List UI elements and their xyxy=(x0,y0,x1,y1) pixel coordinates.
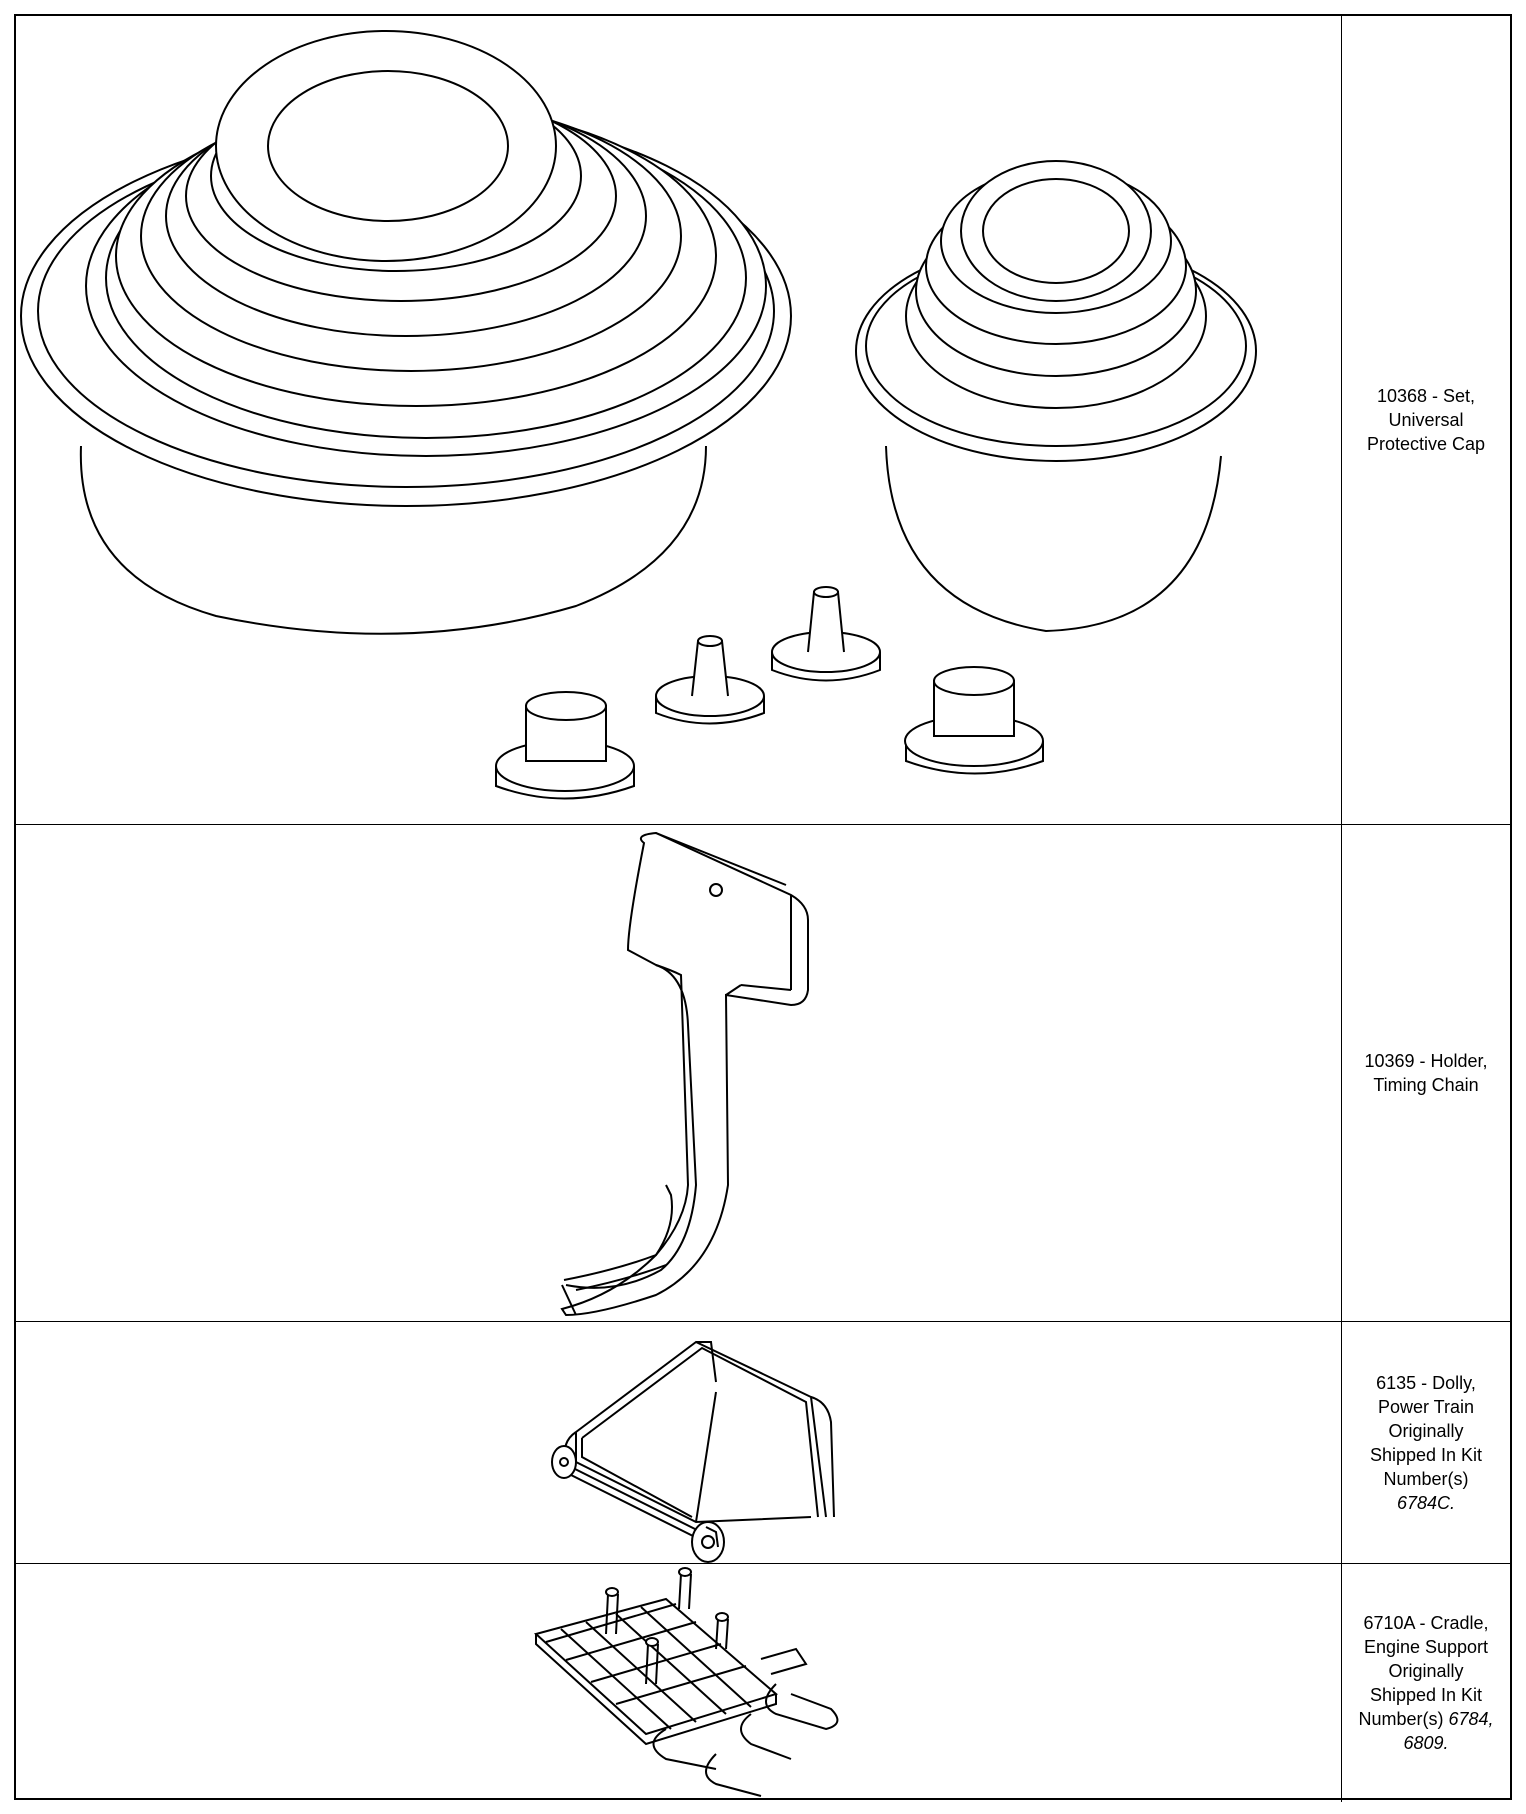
description-line: 10368 - Set, xyxy=(1376,386,1476,406)
tool-description: 6710A - Cradle, Engine Support Originall… xyxy=(1358,1611,1493,1755)
plug-3 xyxy=(772,587,880,681)
description-line: Originally xyxy=(1388,1661,1464,1681)
description-line: 6135 - Dolly, xyxy=(1376,1372,1476,1393)
plug-2 xyxy=(656,636,764,724)
power-train-dolly-illustration xyxy=(16,1322,1342,1563)
tool-row-engine-support-cradle: 6710A - Cradle, Engine Support Originall… xyxy=(16,1563,1510,1802)
description-line: Shipped In Kit xyxy=(1369,1685,1483,1705)
tool-description: 10369 - Holder, Timing Chain xyxy=(1364,1049,1487,1097)
illustration-cell xyxy=(16,825,1342,1321)
engine-support-cradle-illustration xyxy=(16,1564,1342,1802)
description-cell: 10368 - Set, Universal Protective Cap xyxy=(1342,16,1510,824)
description-cell: 6710A - Cradle, Engine Support Originall… xyxy=(1342,1564,1510,1802)
description-line: Power Train xyxy=(1377,1396,1475,1417)
tool-row-protective-cap: 10368 - Set, Universal Protective Cap xyxy=(16,16,1510,824)
tool-description: 10368 - Set, Universal Protective Cap xyxy=(1367,384,1485,456)
illustration-cell xyxy=(16,16,1342,824)
kit-prefix: Number(s) xyxy=(1358,1709,1444,1729)
illustration-cell xyxy=(16,1322,1342,1563)
plug-1 xyxy=(496,692,634,799)
tool-row-power-train-dolly: 6135 - Dolly, Power Train Originally Shi… xyxy=(16,1321,1510,1563)
tool-description: 6135 - Dolly, Power Train Originally Shi… xyxy=(1370,1371,1482,1515)
description-line: Timing Chain xyxy=(1373,1075,1479,1095)
tool-sheet: 10368 - Set, Universal Protective Cap xyxy=(14,14,1512,1802)
description-cell: 10369 - Holder, Timing Chain xyxy=(1342,825,1510,1321)
kit-number: 6784, xyxy=(1448,1709,1494,1729)
description-line: Number(s) 6784, xyxy=(1358,1707,1493,1731)
description-line: Number(s) xyxy=(1383,1468,1469,1489)
tool-row-timing-chain-holder: 10369 - Holder, Timing Chain xyxy=(16,824,1510,1321)
description-line: Engine Support xyxy=(1363,1637,1489,1657)
description-line: Originally xyxy=(1388,1420,1464,1441)
description-line: Protective Cap xyxy=(1366,434,1486,454)
plug-4 xyxy=(905,667,1043,774)
protective-cap-set-illustration xyxy=(16,16,1342,824)
description-line: Universal xyxy=(1388,410,1464,430)
description-line: 6710A - Cradle, xyxy=(1363,1613,1489,1633)
illustration-cell xyxy=(16,1564,1342,1802)
description-line: 10369 - Holder, xyxy=(1364,1051,1488,1071)
description-line: Shipped In Kit xyxy=(1369,1444,1483,1465)
timing-chain-holder-illustration xyxy=(16,825,1342,1321)
kit-number: 6784C. xyxy=(1396,1492,1456,1513)
kit-number: 6809. xyxy=(1403,1733,1449,1753)
description-cell: 6135 - Dolly, Power Train Originally Shi… xyxy=(1342,1322,1510,1563)
